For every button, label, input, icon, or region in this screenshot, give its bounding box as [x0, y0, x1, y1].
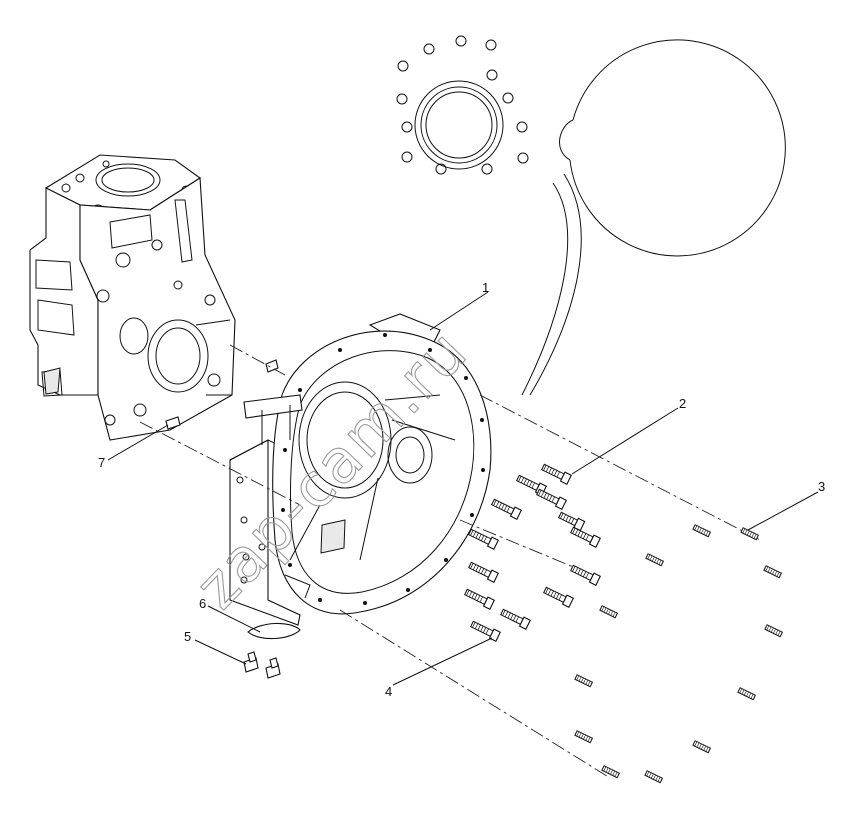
- stud: [692, 740, 712, 754]
- callout-3: 3: [818, 479, 825, 494]
- hex-bolt: [570, 564, 601, 586]
- stud: [737, 687, 757, 701]
- callout-4: 4: [385, 684, 392, 699]
- hex-bolt: [558, 511, 586, 532]
- callout-6: 6: [199, 596, 206, 611]
- stud: [692, 524, 712, 538]
- hex-bolt: [491, 498, 522, 520]
- callouts: 1 2 3 4 5 6 7: [98, 280, 825, 699]
- stud: [763, 565, 783, 579]
- callout-1: 1: [482, 280, 489, 295]
- stud: [645, 553, 665, 567]
- hex-bolt: [541, 463, 572, 485]
- studs: [574, 524, 784, 784]
- stud: [601, 765, 621, 779]
- engine-block: [29, 154, 236, 441]
- hex-bolt: [468, 528, 499, 550]
- gasket: [247, 622, 301, 640]
- dowel-pins: [165, 359, 279, 430]
- hex-bolt: [543, 586, 574, 608]
- hex-bolt: [500, 608, 531, 630]
- stud: [574, 674, 594, 688]
- screws: [243, 651, 281, 679]
- hex-bolt: [536, 488, 567, 510]
- flywheel-housing: [229, 313, 492, 626]
- callout-2: 2: [679, 396, 686, 411]
- hex-bolt: [570, 526, 601, 548]
- stud: [599, 605, 619, 619]
- hex-bolt: [468, 561, 499, 583]
- stud: [740, 527, 760, 541]
- hex-bolt: [516, 474, 547, 496]
- hex-bolt: [464, 588, 495, 610]
- stud: [574, 730, 594, 744]
- bolt-pattern-detail: [396, 35, 786, 396]
- center-lines: [139, 344, 761, 779]
- bolt-hole-icons: [396, 35, 529, 175]
- callout-7: 7: [98, 455, 105, 470]
- stud: [764, 624, 784, 638]
- stud: [644, 770, 664, 784]
- hex-bolts: [464, 463, 601, 642]
- callout-5: 5: [184, 629, 191, 644]
- hex-bolt: [470, 620, 501, 642]
